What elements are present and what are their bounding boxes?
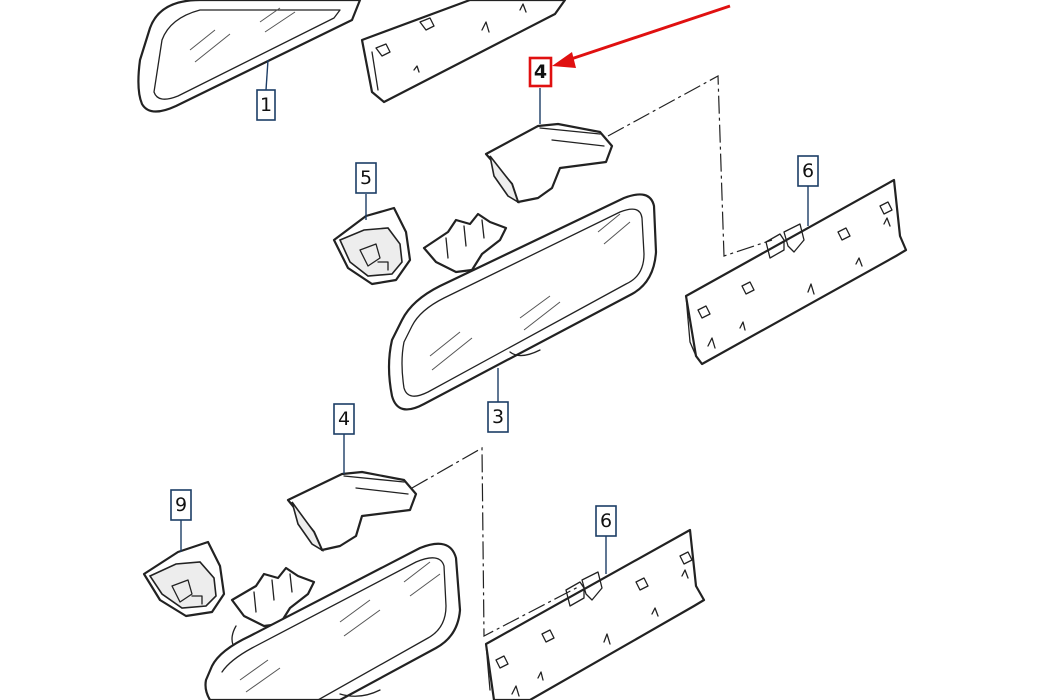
callout-4-lower: 4 xyxy=(333,403,355,435)
callout-3-label: 3 xyxy=(492,406,504,428)
cover-cap-part-5 xyxy=(332,206,412,286)
callout-4-highlighted-label: 4 xyxy=(534,61,547,83)
highlight-arrow xyxy=(552,4,731,68)
mirror-part-3 xyxy=(387,193,658,411)
callout-6-upper-label: 6 xyxy=(802,160,814,182)
callout-5: 5 xyxy=(355,162,377,194)
callout-4-lower-label: 4 xyxy=(338,408,350,430)
leader-lines xyxy=(180,59,809,574)
callout-6-upper: 6 xyxy=(797,155,819,187)
trim-cover-part-6-lower xyxy=(484,528,706,700)
mirror-part-1 xyxy=(137,0,362,113)
callout-4-highlighted: 4 xyxy=(528,56,553,88)
callout-1: 1 xyxy=(256,89,276,121)
assembly-centerline-upper xyxy=(607,75,773,257)
assembly-centerline-lower xyxy=(411,446,581,637)
mirror-lower xyxy=(204,542,462,700)
mount-bracket-lower xyxy=(230,566,316,651)
callout-6-lower-label: 6 xyxy=(600,510,612,532)
trim-cover-top xyxy=(360,0,567,104)
callout-6-lower: 6 xyxy=(595,505,617,537)
callout-1-label: 1 xyxy=(260,94,272,116)
callout-9: 9 xyxy=(170,489,192,521)
callout-5-label: 5 xyxy=(360,167,372,189)
callout-9-label: 9 xyxy=(175,494,187,516)
callout-3: 3 xyxy=(487,401,509,433)
bracket-cover-part-4-upper xyxy=(484,122,614,204)
mount-bracket-upper xyxy=(422,212,508,274)
bracket-cover-part-4-lower xyxy=(286,470,418,552)
trim-cover-part-6-upper xyxy=(684,178,908,366)
cover-cap-part-9 xyxy=(142,540,226,618)
